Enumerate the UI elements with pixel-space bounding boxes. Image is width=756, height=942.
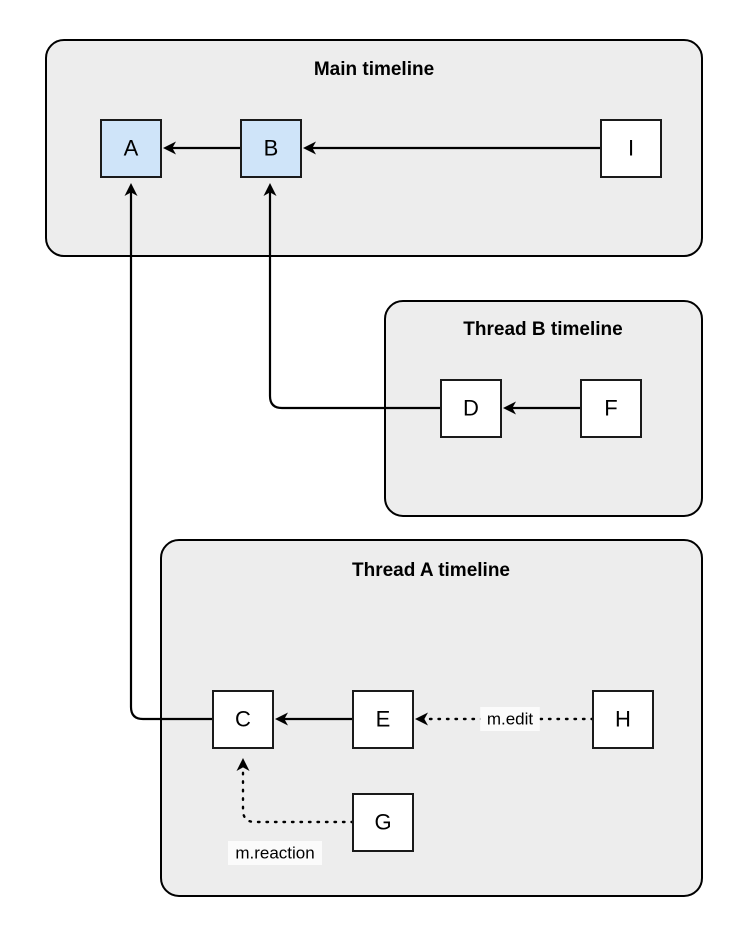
container-title: Thread A timeline — [352, 560, 510, 581]
event-node-label: D — [463, 395, 479, 420]
event-node-label: H — [615, 706, 631, 731]
event-node-label: E — [376, 706, 391, 731]
arrow-head-icon — [303, 141, 316, 155]
event-node-C[interactable]: C — [212, 690, 274, 749]
arrow-head-icon — [236, 758, 250, 771]
event-node-E[interactable]: E — [352, 690, 414, 749]
event-node-box[interactable] — [440, 379, 502, 438]
event-node-label: C — [235, 706, 251, 731]
edge-E-to-C — [275, 712, 353, 726]
event-node-box[interactable] — [600, 119, 662, 178]
container-title: Main timeline — [314, 59, 434, 80]
edge-I-to-B — [303, 141, 601, 155]
event-node-box[interactable] — [352, 690, 414, 749]
event-node-label: I — [628, 135, 634, 160]
arrow-head-icon — [503, 401, 516, 415]
event-node-label: B — [264, 135, 279, 160]
edge-D-to-B — [263, 183, 441, 410]
edge-label-background — [228, 841, 322, 865]
event-node-box[interactable] — [580, 379, 642, 438]
edge-label-background — [480, 707, 540, 731]
edge-label-text: m.edit — [487, 709, 534, 728]
event-node-box[interactable] — [240, 119, 302, 178]
arrow-head-icon — [124, 183, 138, 196]
edge-C-to-A — [124, 183, 213, 721]
event-node-A[interactable]: A — [100, 119, 162, 178]
event-node-label: G — [374, 809, 391, 834]
edge-label-G-to-C: m.reaction — [228, 841, 322, 865]
event-node-label: A — [124, 135, 139, 160]
arrow-head-icon — [415, 712, 428, 726]
event-node-D[interactable]: D — [440, 379, 502, 438]
event-node-box[interactable] — [100, 119, 162, 178]
nodes-layer: A B I D F C E H G — [100, 119, 662, 852]
arrow-head-icon — [263, 183, 277, 196]
edge-line — [129, 189, 213, 721]
event-node-F[interactable]: F — [580, 379, 642, 438]
edge-F-to-D — [503, 401, 581, 415]
event-node-H[interactable]: H — [592, 690, 654, 749]
edge-B-to-A — [163, 141, 241, 155]
edge-label-H-to-E: m.edit — [480, 707, 540, 731]
edge-G-to-C — [236, 758, 355, 824]
arrow-head-icon — [163, 141, 176, 155]
event-node-box[interactable] — [212, 690, 274, 749]
container-title: Thread B timeline — [463, 319, 622, 340]
event-node-B[interactable]: B — [240, 119, 302, 178]
edge-labels-layer: m.edit m.reaction — [228, 707, 540, 865]
edge-label-text: m.reaction — [235, 843, 314, 862]
event-node-box[interactable] — [352, 793, 414, 852]
event-node-box[interactable] — [592, 690, 654, 749]
arrow-head-icon — [275, 712, 288, 726]
edge-line — [268, 189, 441, 410]
event-node-label: F — [604, 395, 617, 420]
event-node-G[interactable]: G — [352, 793, 414, 852]
event-node-I[interactable]: I — [600, 119, 662, 178]
